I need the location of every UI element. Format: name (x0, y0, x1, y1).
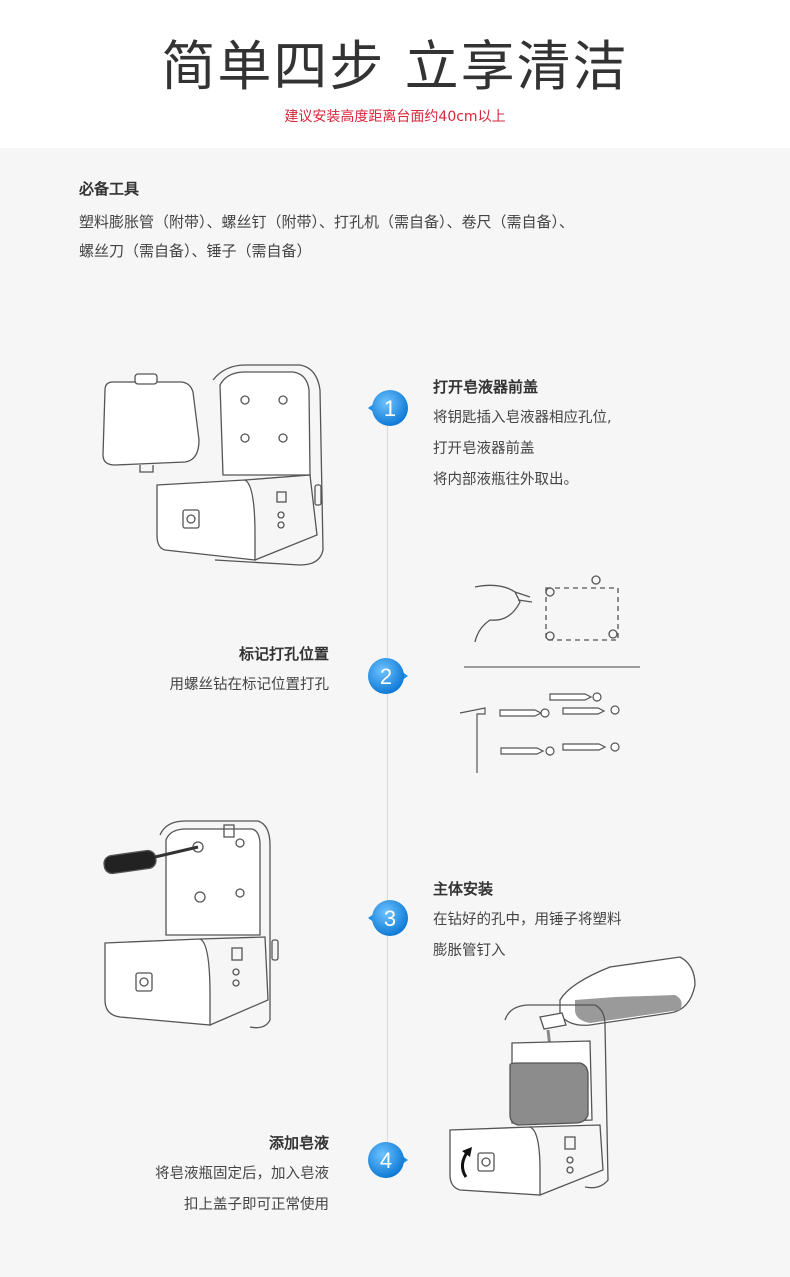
step-badge-number: 3 (384, 906, 396, 931)
step-badge-4: 4 (368, 1142, 408, 1178)
step-1-title: 打开皂液器前盖 (433, 378, 539, 396)
step-3-text: 主体安装 在钻好的孔中，用锤子将塑料 膨胀管钉入 (433, 874, 622, 967)
anchor-screws-illustration (459, 692, 620, 773)
tools-line-1: 塑料膨胀管（附带）、螺丝钉（附带）、打孔机（需自备）、卷尺（需自备）、 (79, 213, 575, 231)
header-band: 简单四步 立享清洁 建议安装高度距离台面约40cm以上 (0, 0, 790, 148)
step-badge-number: 1 (384, 396, 396, 421)
step-4-line-2: 扣上盖子即可正常使用 (184, 1197, 329, 1213)
step-badge-number: 4 (380, 1148, 392, 1173)
step-3-title: 主体安装 (433, 880, 494, 898)
timeline-line (387, 400, 388, 1160)
page-title: 简单四步 立享清洁 (161, 35, 629, 98)
tools-line-2: 螺丝刀（需自备）、锤子（需自备） (79, 242, 312, 260)
dispenser-illustration (102, 364, 324, 566)
step-badge-1: 1 (368, 390, 408, 426)
tools-heading: 必备工具 (79, 180, 140, 198)
step-4-line-1: 将皂液瓶固定后，加入皂液 (155, 1166, 329, 1182)
install-height-note: 建议安装高度距离台面约40cm以上 (284, 109, 506, 125)
drill-illustration (464, 575, 640, 668)
step-3-line-2: 膨胀管钉入 (433, 943, 506, 959)
step-1-line-3: 将内部液瓶往外取出。 (433, 472, 578, 488)
step-2-text: 标记打孔位置 用螺丝钻在标记位置打孔 (170, 639, 330, 701)
step-2-title: 标记打孔位置 (238, 645, 329, 663)
step-2-line-1: 用螺丝钻在标记位置打孔 (169, 677, 330, 693)
pouring-bottle-illustration (449, 956, 696, 1196)
step-1-line-2: 打开皂液器前盖 (433, 441, 535, 457)
step-badge-3: 3 (368, 900, 408, 936)
step-4-title: 添加皂液 (268, 1134, 329, 1152)
step-4-text: 添加皂液 将皂液瓶固定后，加入皂液 扣上盖子即可正常使用 (155, 1128, 329, 1221)
step-3-line-1: 在钻好的孔中，用锤子将塑料 (433, 912, 622, 928)
screwdriver-illustration (103, 820, 279, 1029)
step-badge-2: 2 (368, 658, 408, 694)
step-1-text: 打开皂液器前盖 将钥匙插入皂液器相应孔位, 打开皂液器前盖 将内部液瓶往外取出。 (433, 372, 612, 496)
step-badge-number: 2 (380, 664, 392, 689)
step-1-line-1: 将钥匙插入皂液器相应孔位, (433, 410, 612, 426)
